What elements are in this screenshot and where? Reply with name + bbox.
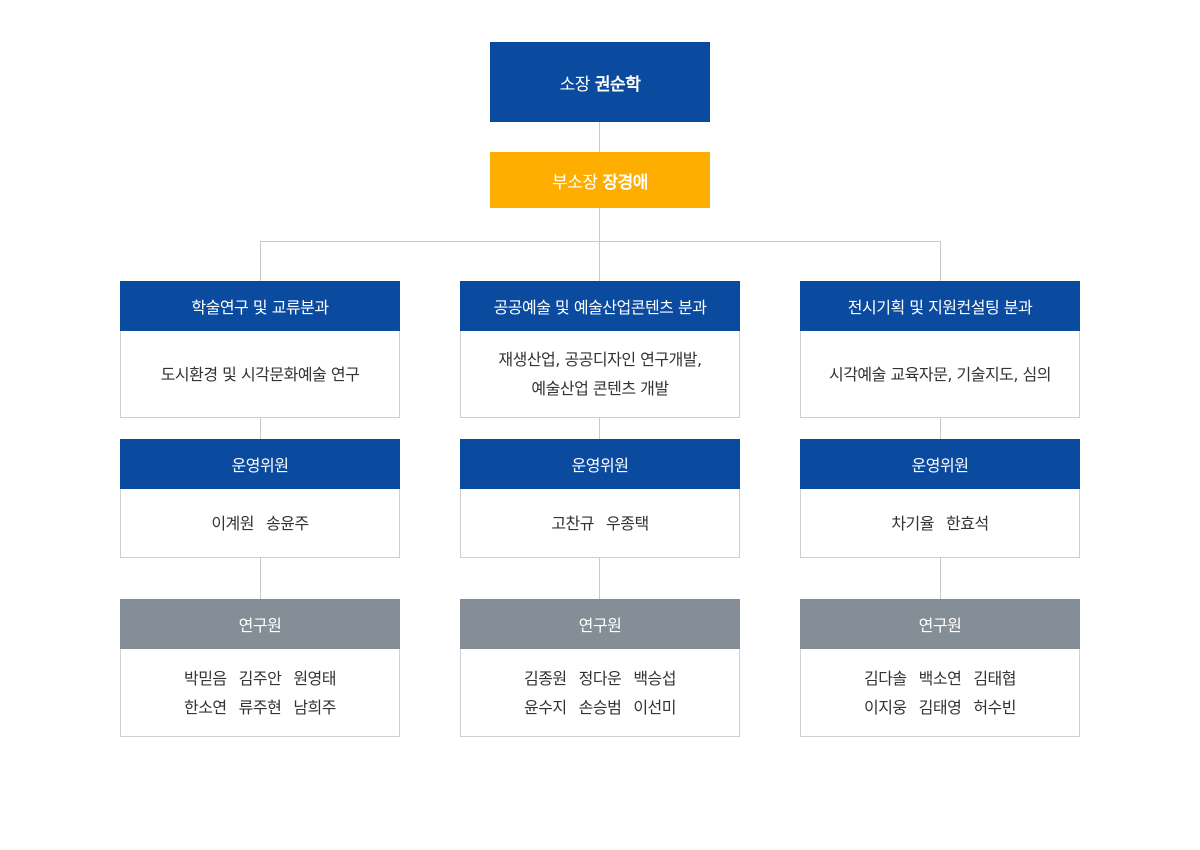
division-2-researchers-title: 연구원 (460, 599, 740, 649)
researcher-name: 백소연 (918, 668, 962, 688)
division-1-title: 학술연구 및 교류분과 (120, 281, 400, 331)
connector-deputy-trunk (599, 208, 600, 241)
division-3-committee-title: 운영위원 (800, 439, 1080, 489)
connector-committee-2-researchers (599, 558, 600, 599)
connector-division-1-committee (260, 418, 261, 439)
deputy-role: 부소장 (552, 172, 598, 193)
division-2-committee-title: 운영위원 (460, 439, 740, 489)
researcher-name: 백승섭 (633, 668, 676, 688)
division-2-description-line: 예술산업 콘텐츠 개발 (531, 379, 669, 398)
division-3-description: 시각예술 교육자문, 기술지도, 심의 (800, 331, 1080, 418)
researcher-name: 김종원 (523, 668, 567, 688)
deputy-name: 장경애 (602, 172, 649, 193)
committee-member: 송윤주 (266, 513, 309, 533)
connector-committee-3-researchers (940, 558, 941, 599)
researcher-name: 이지웅 (863, 697, 907, 717)
researcher-name: 김태영 (918, 697, 962, 717)
researcher-name: 김주안 (238, 668, 282, 688)
division-3-researchers-title: 연구원 (800, 599, 1080, 649)
researcher-name: 류주현 (238, 697, 282, 717)
committee-member: 우종택 (606, 513, 649, 533)
researcher-name: 김태협 (973, 668, 1016, 688)
director-role: 소장 (559, 74, 591, 95)
division-1-committee-members: 이계원 송윤주 (120, 489, 400, 558)
researcher-name: 손승범 (578, 697, 622, 717)
division-2-committee-members: 고찬규 우종택 (460, 489, 740, 558)
researcher-name: 원영태 (293, 668, 336, 688)
researcher-name: 남희주 (293, 697, 336, 717)
division-3-committee-members: 차기율 한효석 (800, 489, 1080, 558)
division-3-researchers-list: 김다솔 백소연 김태협 이지웅 김태영 허수빈 (800, 649, 1080, 737)
division-2-description-line: 재생산업, 공공디자인 연구개발, (498, 350, 702, 369)
connector-drop-division-2 (599, 241, 600, 281)
researcher-name: 정다운 (578, 668, 622, 688)
division-3-title: 전시기획 및 지원컨설팅 분과 (800, 281, 1080, 331)
connector-director-deputy (599, 122, 600, 152)
division-1-researchers-title: 연구원 (120, 599, 400, 649)
division-2-researchers-list: 김종원 정다운 백승섭 윤수지 손승범 이선미 (460, 649, 740, 737)
director-box: 소장 권순학 (490, 42, 710, 122)
researcher-name: 허수빈 (973, 697, 1016, 717)
division-2-title: 공공예술 및 예술산업콘텐츠 분과 (460, 281, 740, 331)
committee-member: 차기율 (891, 513, 934, 533)
connector-division-3-committee (940, 418, 941, 439)
connector-drop-division-3 (940, 241, 941, 281)
division-1-description: 도시환경 및 시각문화예술 연구 (120, 331, 400, 418)
committee-member: 고찬규 (551, 513, 594, 533)
connector-division-2-committee (599, 418, 600, 439)
division-3-description-line: 시각예술 교육자문, 기술지도, 심의 (828, 364, 1052, 384)
division-2-description: 재생산업, 공공디자인 연구개발, 예술산업 콘텐츠 개발 (460, 331, 740, 418)
division-1-researchers-list: 박믿음 김주안 원영태 한소연 류주현 남희주 (120, 649, 400, 737)
committee-member: 한효석 (946, 513, 989, 533)
connector-committee-1-researchers (260, 558, 261, 599)
division-1-committee-title: 운영위원 (120, 439, 400, 489)
researcher-name: 김다솔 (863, 668, 907, 688)
committee-member: 이계원 (211, 513, 254, 533)
researcher-name: 이선미 (633, 697, 676, 717)
researcher-name: 박믿음 (183, 668, 227, 688)
researcher-name: 윤수지 (523, 697, 567, 717)
division-1-description-line: 도시환경 및 시각문화예술 연구 (160, 364, 360, 384)
connector-horizontal-bus (260, 241, 941, 242)
researcher-name: 한소연 (183, 697, 227, 717)
deputy-box: 부소장 장경애 (490, 152, 710, 208)
director-name: 권순학 (594, 74, 641, 95)
connector-drop-division-1 (260, 241, 261, 281)
